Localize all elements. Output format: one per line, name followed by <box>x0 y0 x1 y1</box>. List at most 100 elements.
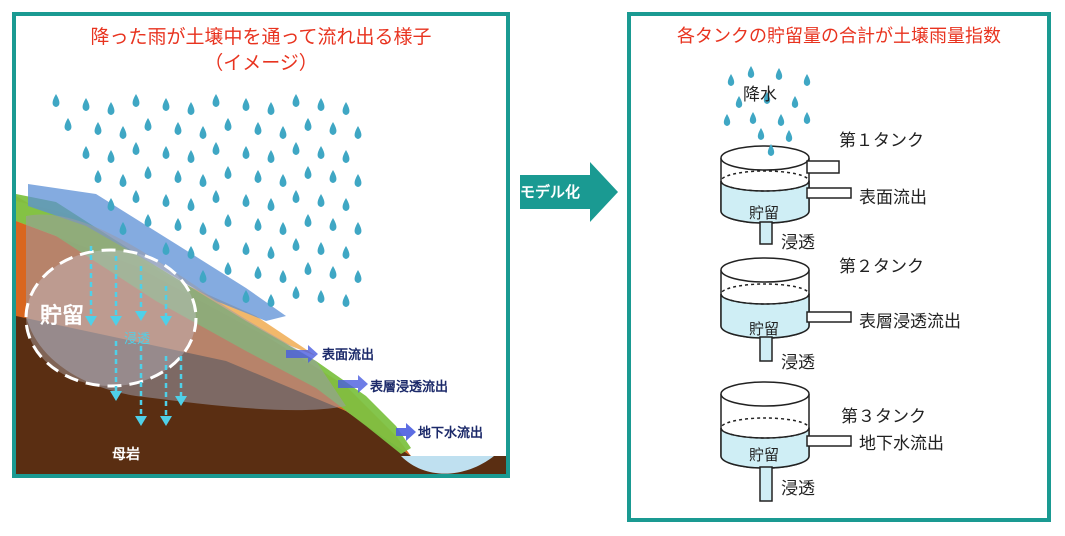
raindrop-icon <box>354 270 362 283</box>
raindrop-icon <box>224 214 232 227</box>
raindrop-icon <box>212 238 220 251</box>
raindrop-icon <box>329 170 337 183</box>
raindrop-icon <box>267 150 275 163</box>
raindrop-icon <box>735 96 743 108</box>
raindrop-icon <box>224 262 232 275</box>
raindrop-icon <box>317 194 325 207</box>
rain-drops <box>52 94 362 307</box>
raindrop-icon <box>224 118 232 131</box>
raindrop-icon <box>187 102 195 115</box>
raindrop-icon <box>803 112 811 124</box>
raindrop-icon <box>304 118 312 131</box>
tank-model-panel: 各タンクの貯留量の合計が土壌雨量指数 降水 第１タンク 貯留 表面流出 浸透 第… <box>627 12 1051 522</box>
raindrop-icon <box>267 102 275 115</box>
soil-illustration-panel: 降った雨が土壌中を通って流れ出る様子 （イメージ） 貯留 浸透 表面流出 表層浸… <box>12 12 510 478</box>
raindrop-icon <box>292 238 300 251</box>
tank-2 <box>720 257 852 362</box>
tank-2-outflow-label: 表層浸透流出 <box>859 312 961 332</box>
storage-label: 貯留 <box>40 304 85 329</box>
tank-1-storage-label: 貯留 <box>749 204 780 222</box>
raindrop-icon <box>342 150 350 163</box>
raindrop-icon <box>144 118 152 131</box>
tank-1-outflow-label: 表面流出 <box>859 188 927 208</box>
raindrop-icon <box>354 174 362 187</box>
raindrop-icon <box>767 144 775 156</box>
raindrop-icon <box>224 166 232 179</box>
raindrop-icon <box>94 122 102 135</box>
raindrop-icon <box>329 218 337 231</box>
raindrop-icon <box>254 218 262 231</box>
raindrop-icon <box>775 68 783 80</box>
tank-model-diagram <box>720 145 852 502</box>
left-panel-title: 降った雨が土壌中を通って流れ出る様子 <box>90 26 432 48</box>
raindrop-icon <box>94 170 102 183</box>
raindrop-icon <box>254 122 262 135</box>
precipitation-drops <box>723 66 811 156</box>
raindrop-icon <box>279 126 287 139</box>
raindrop-icon <box>292 94 300 107</box>
raindrop-icon <box>119 126 127 139</box>
raindrop-icon <box>52 94 60 107</box>
raindrop-icon <box>329 122 337 135</box>
raindrop-icon <box>763 92 771 104</box>
surface-runoff-label: 表面流出 <box>322 348 375 363</box>
raindrop-icon <box>749 112 757 124</box>
tank-3 <box>720 381 852 502</box>
tank-1-name: 第１タンク <box>839 131 924 151</box>
raindrop-icon <box>162 98 170 111</box>
raindrop-icon <box>304 166 312 179</box>
raindrop-icon <box>162 242 170 255</box>
raindrop-icon <box>342 294 350 307</box>
raindrop-icon <box>292 142 300 155</box>
raindrop-icon <box>144 214 152 227</box>
raindrop-icon <box>132 94 140 107</box>
raindrop-icon <box>199 126 207 139</box>
raindrop-icon <box>199 222 207 235</box>
raindrop-icon <box>267 294 275 307</box>
raindrop-icon <box>199 270 207 283</box>
raindrop-icon <box>119 222 127 235</box>
raindrop-icon <box>187 150 195 163</box>
raindrop-icon <box>242 194 250 207</box>
groundwater-runoff-label: 地下水流出 <box>418 426 484 441</box>
raindrop-icon <box>727 74 735 86</box>
tank-2-storage-label: 貯留 <box>749 320 780 338</box>
raindrop-icon <box>174 170 182 183</box>
tank-3-infiltration-label: 浸透 <box>781 479 815 499</box>
raindrop-icon <box>144 166 152 179</box>
raindrop-icon <box>342 246 350 259</box>
raindrop-icon <box>254 266 262 279</box>
raindrop-icon <box>132 190 140 203</box>
raindrop-icon <box>292 190 300 203</box>
tank-3-outflow-label: 地下水流出 <box>859 434 944 454</box>
raindrop-icon <box>242 290 250 303</box>
infiltration-label: 浸透 <box>124 332 151 347</box>
raindrop-icon <box>747 66 755 78</box>
raindrop-icon <box>791 96 799 108</box>
raindrop-icon <box>757 128 765 140</box>
raindrop-icon <box>82 146 90 159</box>
raindrop-icon <box>354 126 362 139</box>
right-panel-title: 各タンクの貯留量の合計が土壌雨量指数 <box>677 26 1001 47</box>
raindrop-icon <box>107 102 115 115</box>
raindrop-icon <box>242 146 250 159</box>
left-panel-subtitle: （イメージ） <box>204 52 318 74</box>
raindrop-icon <box>803 74 811 86</box>
raindrop-icon <box>212 142 220 155</box>
raindrop-icon <box>162 146 170 159</box>
raindrop-icon <box>317 290 325 303</box>
raindrop-icon <box>279 270 287 283</box>
subsurface-runoff-label: 表層浸透流出 <box>370 380 449 395</box>
raindrop-icon <box>279 222 287 235</box>
raindrop-icon <box>162 194 170 207</box>
tank-2-name: 第２タンク <box>839 257 924 277</box>
tank-2-infiltration-label: 浸透 <box>781 353 815 373</box>
raindrop-icon <box>785 130 793 142</box>
raindrop-icon <box>174 218 182 231</box>
raindrop-icon <box>317 146 325 159</box>
tank-3-storage-label: 貯留 <box>749 446 780 464</box>
raindrop-icon <box>212 190 220 203</box>
raindrop-icon <box>317 242 325 255</box>
raindrop-icon <box>64 118 72 131</box>
